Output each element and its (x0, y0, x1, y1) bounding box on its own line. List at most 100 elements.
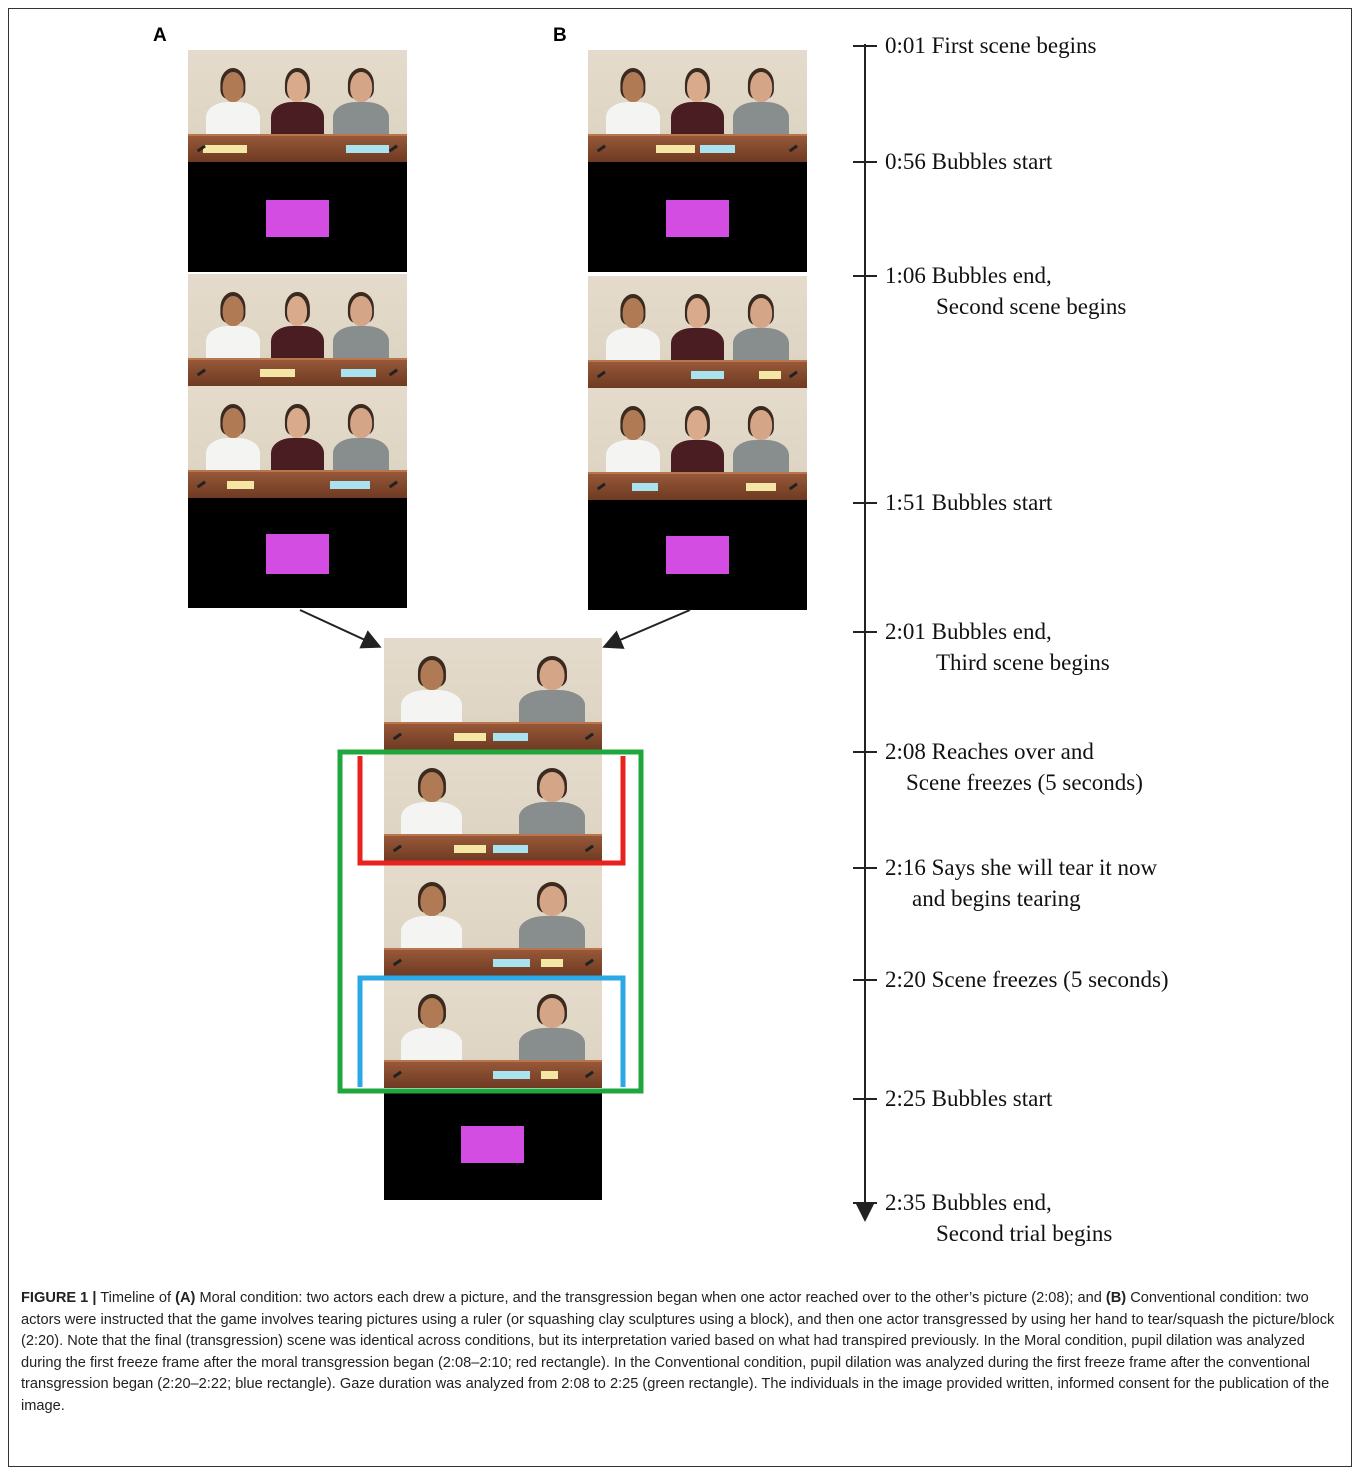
blue-paper (690, 371, 724, 380)
bubble-stimulus (266, 534, 329, 574)
actor (205, 291, 261, 364)
actor (205, 403, 261, 476)
actor (732, 293, 790, 366)
yellow-paper (227, 481, 254, 490)
actor (732, 405, 790, 478)
timeline-event: 2:16 Says she will tear it now and begins… (885, 852, 1157, 914)
timeline-time: 2:35 (885, 1190, 926, 1215)
timeline-description: Third scene begins (936, 650, 1110, 675)
timeline-description: Scene freezes (5 seconds) (906, 770, 1143, 795)
timeline-event: 1:51 Bubbles start (885, 487, 1052, 518)
panel-label-b: B (553, 25, 567, 46)
timeline-event: 2:35 Bubbles end, Second trial begins (885, 1187, 1112, 1249)
blue-paper (493, 1071, 531, 1080)
blue-paper (345, 145, 390, 154)
actor (519, 881, 585, 954)
actor (671, 67, 724, 140)
bubble-stimulus (266, 200, 329, 237)
blue-paper (341, 369, 377, 378)
yellow-paper (453, 845, 487, 854)
timeline-time: 0:01 (885, 33, 926, 58)
actor (271, 291, 324, 364)
bubbles-b2 (588, 500, 807, 610)
timeline-description: and begins tearing (912, 886, 1081, 911)
timeline-event: 2:25 Bubbles start (885, 1083, 1052, 1114)
actor (519, 655, 585, 728)
timeline-description: Says she will tear it now (931, 855, 1158, 880)
timeline-time: 2:01 (885, 619, 926, 644)
blue-paper (493, 733, 528, 742)
bubbles-a2 (188, 498, 407, 608)
actor (205, 67, 261, 140)
panel-label-a: A (153, 25, 167, 46)
caption-text-3: Conventional condition: two actors were … (21, 1290, 1335, 1414)
table (588, 134, 807, 162)
bubbles-a1 (188, 162, 407, 272)
caption-text-2: Moral condition: two actors each drew a … (195, 1290, 1106, 1306)
actor (332, 67, 390, 140)
actor (519, 993, 585, 1066)
yellow-paper (540, 959, 563, 968)
scene-final-1 (384, 638, 602, 750)
scene-a3 (188, 386, 407, 498)
blue-paper (330, 481, 370, 490)
blue-paper (631, 483, 659, 492)
bubbles-b1 (588, 162, 807, 272)
timeline-time: 1:51 (885, 490, 926, 515)
timeline-event: 2:01 Bubbles end,Third scene begins (885, 616, 1110, 678)
caption-panel-a: (A) (175, 1290, 196, 1306)
table (188, 470, 407, 498)
actor (332, 291, 390, 364)
scene-b2 (588, 276, 807, 388)
timeline-time: 2:25 (885, 1086, 926, 1111)
bubble-stimulus (666, 536, 729, 574)
bubble-stimulus (461, 1126, 524, 1163)
timeline-time: 1:06 (885, 263, 926, 288)
scene-final-3 (384, 864, 602, 976)
actor (332, 403, 390, 476)
timeline-event: 1:06 Bubbles end,Second scene begins (885, 260, 1126, 322)
yellow-paper (655, 145, 696, 154)
timeline-description: Reaches over and (931, 739, 1094, 764)
caption-text-1: Timeline of (96, 1290, 176, 1306)
timeline-event: 2:20 Scene freezes (5 seconds) (885, 964, 1169, 995)
timeline-description: Bubbles end, (931, 1190, 1052, 1215)
yellow-paper (745, 483, 777, 492)
scene-final-2 (384, 750, 602, 862)
yellow-paper (203, 145, 248, 154)
timeline-event: 0:01 First scene begins (885, 30, 1096, 61)
blue-paper (493, 959, 531, 968)
actor (519, 767, 585, 840)
actor (401, 881, 463, 954)
actor (401, 993, 463, 1066)
timeline-description: First scene begins (931, 33, 1097, 58)
timeline-event: 0:56 Bubbles start (885, 146, 1052, 177)
bubble-stimulus (666, 200, 729, 237)
scene-a2 (188, 274, 407, 386)
actor (605, 293, 661, 366)
timeline-description: Second trial begins (936, 1221, 1113, 1246)
actor (605, 67, 661, 140)
timeline-time: 2:08 (885, 739, 926, 764)
timeline-time: 2:16 (885, 855, 926, 880)
scene-a1 (188, 50, 407, 162)
scene-b1 (588, 50, 807, 162)
figure-caption: FIGURE 1 | Timeline of (A) Moral conditi… (21, 1288, 1339, 1417)
timeline-description: Second scene begins (936, 294, 1127, 319)
actor (271, 403, 324, 476)
caption-panel-b: (B) (1105, 1290, 1127, 1306)
scene-final-4 (384, 976, 602, 1088)
actor (671, 293, 724, 366)
actor (732, 67, 790, 140)
yellow-paper (260, 369, 296, 378)
blue-paper (493, 845, 528, 854)
timeline-description: Bubbles start (931, 490, 1053, 515)
timeline-description: Bubbles start (931, 149, 1053, 174)
caption-figure-label: FIGURE 1 | (21, 1290, 97, 1306)
actor (605, 405, 661, 478)
scene-b3 (588, 388, 807, 500)
yellow-paper (758, 371, 781, 380)
bubbles-final (384, 1090, 602, 1200)
timeline-time: 2:20 (885, 967, 926, 992)
actor (401, 767, 463, 840)
